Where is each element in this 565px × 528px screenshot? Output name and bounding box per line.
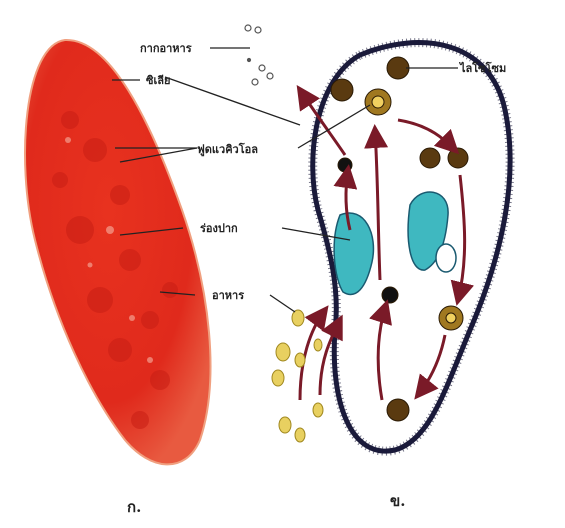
caption-a: ก.	[127, 498, 141, 516]
caption-b: ข.	[390, 492, 405, 510]
label-food: อาหาร	[212, 289, 244, 302]
waste-particles	[245, 25, 273, 85]
stained-paramecium-body	[25, 40, 210, 464]
label-food-vacuole: ฟูดแวคิวโอล	[197, 142, 258, 157]
vacuole-bubble	[436, 244, 456, 272]
label-lysosome: ไลโซโซม	[458, 61, 506, 75]
panel-a-specimen: ก.	[25, 40, 210, 516]
label-waste: กากอาหาร	[140, 42, 192, 55]
label-oral-groove: ร่องปาก	[200, 222, 238, 235]
food-particles	[272, 310, 323, 442]
label-cilia: ซิเลีย	[146, 74, 170, 87]
